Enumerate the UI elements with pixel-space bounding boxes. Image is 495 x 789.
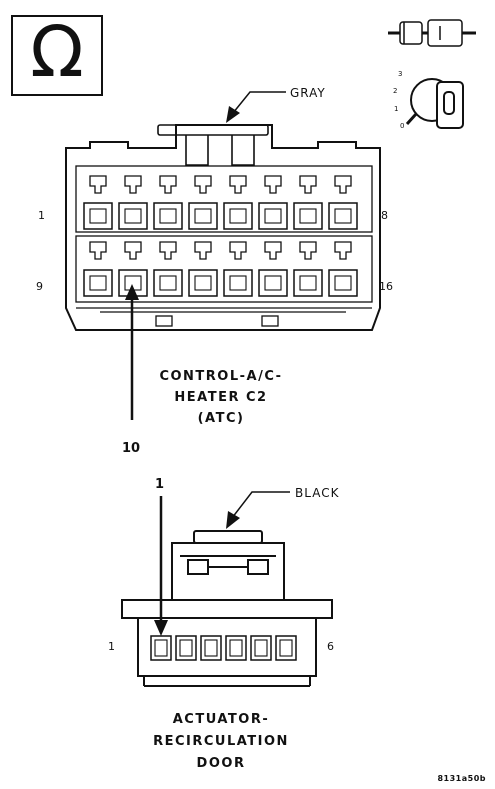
pin-cavity xyxy=(223,175,253,230)
pin-callout-arrow: 1 xyxy=(154,477,168,636)
connector-latch xyxy=(157,124,269,166)
connector-title: ACTUATOR- RECIRCULATION DOOR xyxy=(153,712,289,771)
ignition-key-icon: 3 2 1 0 xyxy=(393,70,464,130)
pin-cavity xyxy=(175,635,197,661)
pin-label-1: 1 xyxy=(38,209,45,222)
ignition-position-label: 1 xyxy=(394,105,398,113)
figure-id: 8131a50b xyxy=(437,774,486,783)
pin-cavity xyxy=(153,175,183,230)
connector-title-line: CONTROL-A/C- xyxy=(159,369,282,384)
callout-pin-number: 1 xyxy=(155,477,164,492)
connector-control-ac-heater-c2: 1 8 9 16 GRAY 10 CONTROL-A/C- HEATER C2 … xyxy=(36,86,393,456)
pin-label-16: 16 xyxy=(379,280,393,293)
pin-cavity xyxy=(225,635,247,661)
pin-cavity xyxy=(328,175,358,230)
ignition-position-label: 0 xyxy=(400,122,404,130)
pin-callout-arrow: 10 xyxy=(122,284,140,456)
pin-cavity xyxy=(188,241,218,297)
pin-cavity xyxy=(223,241,253,297)
wire-color-label: BLACK xyxy=(295,486,340,500)
connector-housing xyxy=(121,530,333,687)
pin-cavity xyxy=(293,241,323,297)
connector-title-line: HEATER C2 xyxy=(174,390,267,405)
pin-label-9: 9 xyxy=(36,280,43,293)
connector-title: CONTROL-A/C- HEATER C2 (ATC) xyxy=(159,369,282,426)
connector-actuator-recirculation-door: 1 6 BLACK 1 ACTUATOR- RECIRCULATION DOOR xyxy=(108,477,340,771)
pin-cavity xyxy=(293,175,323,230)
pin-cavity xyxy=(258,241,288,297)
connector-title-line: DOOR xyxy=(197,756,246,771)
ignition-position-label: 3 xyxy=(398,70,402,78)
callout-pin-number: 10 xyxy=(122,441,140,456)
omega-icon: Ω xyxy=(30,11,84,93)
pin-label-8: 8 xyxy=(381,209,388,222)
connector-plug-icon xyxy=(388,19,476,47)
wire-color-callout: GRAY xyxy=(226,86,326,123)
connector-housing xyxy=(65,124,381,331)
wire-color-callout: BLACK xyxy=(226,486,340,529)
pin-cavity xyxy=(118,241,148,297)
ignition-position-label: 2 xyxy=(393,87,397,95)
pin-cavity xyxy=(153,241,183,297)
connector-title-line: ACTUATOR- xyxy=(173,712,270,727)
pin-cavity xyxy=(150,635,172,661)
pin-cavity xyxy=(328,241,358,297)
pin-cavity xyxy=(258,175,288,230)
pin-label-1: 1 xyxy=(108,640,115,653)
connector-frame xyxy=(75,165,373,327)
pin-cavity xyxy=(83,175,113,230)
pin-cavity xyxy=(250,635,272,661)
wire-color-label: GRAY xyxy=(290,86,326,100)
connector-title-line: (ATC) xyxy=(198,411,245,426)
pin-label-6: 6 xyxy=(327,640,334,653)
pin-cavity xyxy=(118,175,148,230)
pin-cavity xyxy=(83,241,113,297)
pin-cavity xyxy=(275,635,297,661)
connector-title-line: RECIRCULATION xyxy=(153,734,289,749)
omega-symbol-box: Ω xyxy=(11,11,103,96)
pin-cavity xyxy=(200,635,222,661)
pin-cavity xyxy=(188,175,218,230)
